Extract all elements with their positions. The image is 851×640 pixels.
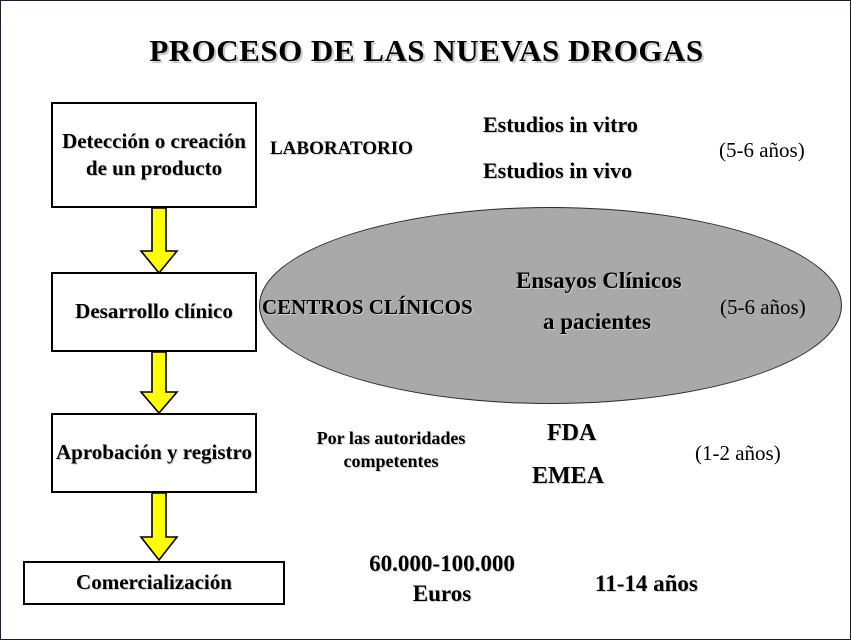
- process-box-aprobacion[interactable]: Aprobación y registro: [51, 413, 257, 493]
- stage-centros-clinicos-activity-line2: a pacientes: [543, 309, 651, 334]
- stage-centros-clinicos-location-label: CENTROS CLÍNICOS: [262, 295, 473, 319]
- stage-laboratorio-activity-in-vivo: Estudios in vivo: [483, 158, 633, 183]
- process-box-comercializacion[interactable]: Comercialización: [23, 561, 285, 605]
- stage-comercializacion-cost-label: 60.000-100.000 Euros: [369, 551, 515, 606]
- stage-centros-clinicos-activity-line1: Ensayos Clínicos: [516, 268, 682, 293]
- process-box-deteccion[interactable]: Detección o creación de un producto: [51, 102, 257, 208]
- stage-centros-clinicos-duration-label: (5-6 años): [720, 295, 806, 319]
- stage-aprobacion-duration-label: (1-2 años): [695, 441, 781, 465]
- page-title: PROCESO DE LAS NUEVAS DROGAS: [149, 33, 704, 68]
- down-arrow-icon: [139, 492, 179, 562]
- stage-aprobacion-agency-emea: EMEA: [532, 463, 604, 489]
- clinical-trials-ellipse: [259, 207, 842, 404]
- stage-laboratorio-duration-label: (5-6 años): [719, 138, 805, 162]
- down-arrow-icon: [139, 207, 179, 275]
- stage-laboratorio-activity-in-vitro: Estudios in vitro: [483, 112, 638, 137]
- stage-comercializacion-total-duration-label: 11-14 años: [595, 571, 698, 596]
- stage-laboratorio-location-label: LABORATORIO: [270, 138, 413, 159]
- stage-aprobacion-agency-fda: FDA: [547, 420, 597, 446]
- process-box-desarrollo[interactable]: Desarrollo clínico: [51, 272, 257, 352]
- down-arrow-icon: [139, 351, 179, 415]
- stage-aprobacion-authority-label: Por las autoridades competentes: [316, 428, 466, 472]
